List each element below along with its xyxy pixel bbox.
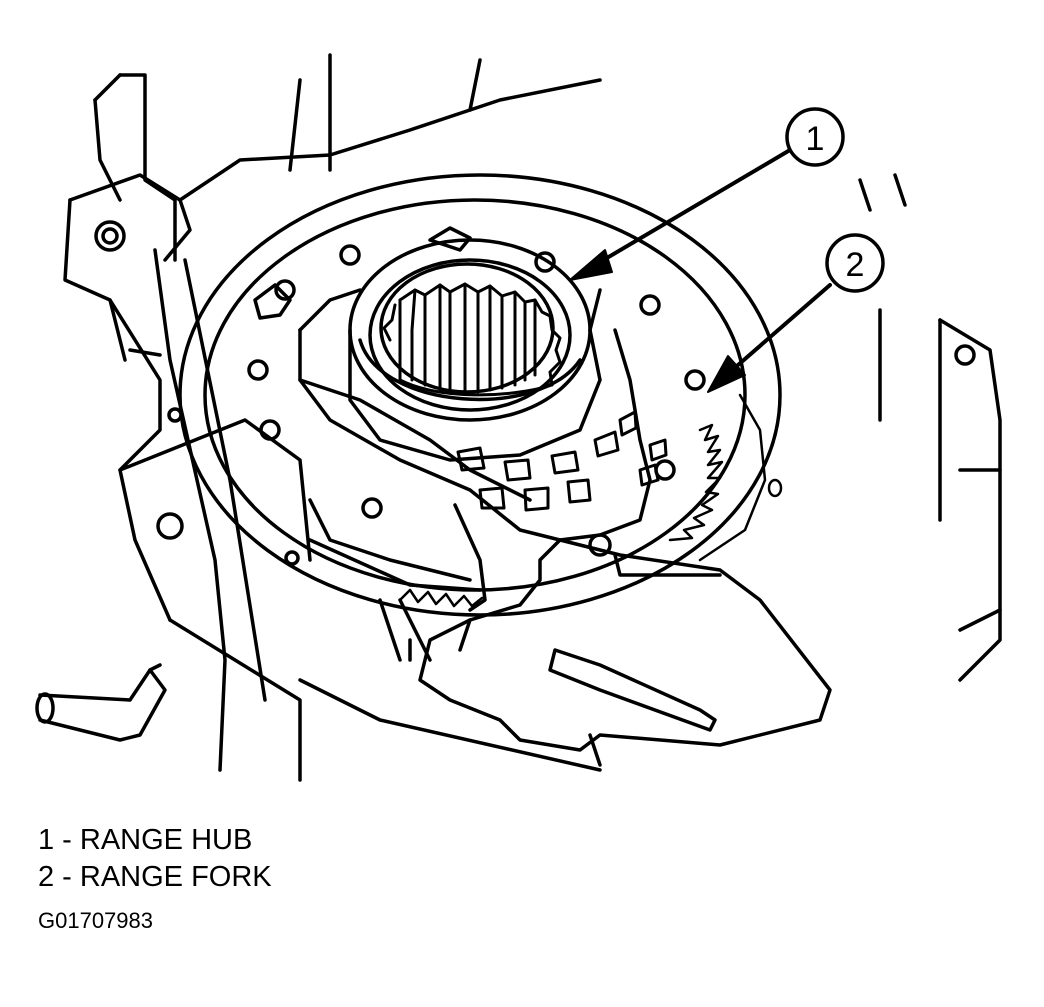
range-fork-body [298,288,832,772]
leader-arrow-1 [569,148,792,281]
callout-1: 1 [785,107,845,167]
callout-2: 2 [825,233,885,293]
transfer-case-illustration: 1 2 [35,53,1002,782]
callout-2-number: 2 [846,246,865,284]
tube-fitting [35,663,167,742]
figure-id: G01707983 [38,908,153,933]
legend-item-range-hub: 1 - RANGE HUB [38,824,253,856]
range-collar [456,410,668,512]
callout-1-number: 1 [806,120,825,158]
case-housing-left [63,73,312,782]
ring-gear-teeth [398,393,783,608]
range-hub [348,238,602,462]
legend: 1 - RANGE HUB 2 - RANGE FORK [38,822,272,896]
leader-arrow-2 [707,283,832,393]
hub-splines [382,282,562,397]
legend-item-range-fork: 2 - RANGE FORK [38,861,272,893]
case-housing-top [178,53,1002,682]
